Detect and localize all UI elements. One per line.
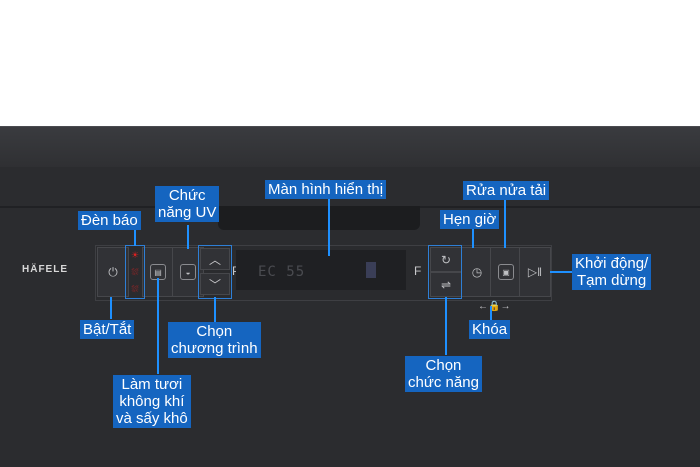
power-button[interactable]: ⏻ (97, 247, 129, 297)
leaf-icon: ↻ (440, 252, 452, 267)
pointer-rua-nua-tai (504, 198, 506, 248)
label-chon-chuong-trinh: Chọn chương trình (168, 322, 261, 358)
play-pause-icon: ▷‖ (527, 265, 543, 279)
pointer-lam-tuoi (157, 278, 159, 374)
pointer-bat-tat (110, 297, 112, 319)
half-load-button[interactable]: ▣ (490, 247, 522, 297)
dishwasher-top-edge (0, 126, 700, 167)
display-screen (236, 250, 406, 290)
half-load-icon: ▣ (498, 264, 514, 280)
pointer-chon-chuong-trinh (214, 297, 216, 322)
label-bat-tat: Bật/Tắt (80, 320, 135, 339)
label-lam-tuoi: Làm tươi không khí và sấy khô (113, 375, 191, 428)
function-button-eco[interactable]: ↻ (430, 247, 462, 272)
led-indicator-2: ⛆ (131, 266, 139, 277)
delay-timer-button[interactable]: ◷ (461, 247, 493, 297)
air-dry-button[interactable]: ▤ (142, 247, 174, 297)
chevron-up-icon: ︿ (208, 252, 221, 267)
display-segment (366, 262, 376, 278)
label-chuc-nang-uv: Chức năng UV (155, 186, 220, 222)
led-indicator-3: ⛆ (131, 283, 139, 294)
display-readout: EC 55 (258, 264, 306, 280)
brand-logo: HÄFELE (22, 264, 68, 275)
highlight-program (198, 245, 232, 299)
led-indicator-1: ☀ (131, 250, 140, 261)
pointer-khoa (490, 306, 492, 320)
pointer-display (328, 198, 330, 256)
highlight-function (428, 245, 462, 299)
highlight-leds (125, 245, 145, 299)
label-man-hinh: Màn hình hiển thị (265, 180, 387, 199)
lock-indicator: ←🔒→ (478, 301, 510, 312)
function-letter: F (414, 264, 422, 278)
program-down-button[interactable]: ﹀ (200, 273, 230, 295)
door-handle-recess (218, 206, 420, 230)
pointer-khoi-dong (550, 271, 572, 273)
clock-icon: ◷ (471, 265, 483, 279)
pointer-chon-chuc-nang (445, 297, 447, 355)
label-khoi-dong: Khởi động/ Tạm dừng (572, 254, 652, 290)
chevron-down-icon: ﹀ (208, 277, 221, 292)
lock-icon: ←🔒→ (478, 301, 511, 312)
pointer-uv (187, 225, 189, 249)
label-khoa: Khóa (469, 320, 511, 339)
indicator-lights: ☀ ⛆ ⛆ (127, 247, 143, 297)
function-button-extra[interactable]: ⇌ (430, 272, 462, 297)
uv-icon: ◒ (180, 264, 196, 280)
label-hen-gio: Hẹn giờ (440, 210, 500, 229)
pointer-den-bao (134, 228, 136, 246)
label-chon-chuc-nang: Chọn chức năng (405, 356, 482, 392)
drop-icon: ⇌ (440, 277, 452, 292)
power-icon: ⏻ (108, 264, 118, 279)
start-pause-button[interactable]: ▷‖ (519, 247, 551, 297)
pointer-hen-gio (472, 228, 474, 248)
program-up-button[interactable]: ︿ (200, 248, 230, 270)
label-rua-nua-tai: Rửa nửa tải (463, 181, 550, 200)
label-den-bao: Đèn báo (78, 211, 141, 230)
